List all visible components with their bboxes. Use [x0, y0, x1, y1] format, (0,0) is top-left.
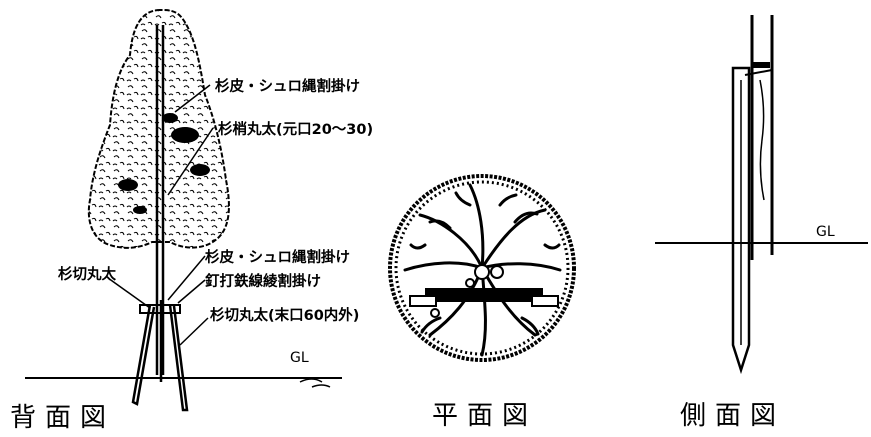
stakes — [131, 300, 189, 412]
title-back-view: 背面図 — [10, 403, 115, 433]
ground-hatch — [299, 378, 331, 388]
label-cut-log-stake: 杉切丸太(末口60内外) — [210, 306, 359, 324]
tie-band — [139, 304, 181, 314]
leader-lines — [107, 84, 214, 346]
label-cedar-pole: 杉梢丸太(元口20～30) — [218, 120, 373, 138]
plan-crossbar — [425, 288, 543, 302]
label-cut-log-left: 杉切丸太 — [58, 265, 116, 283]
trunk — [155, 25, 165, 375]
title-side-view: 側面図 — [680, 401, 785, 431]
label-bark-wrap-bottom: 杉皮・シュロ縄割掛け — [205, 248, 350, 266]
plan-view: 平面図 — [388, 174, 576, 431]
foliage-clumps — [118, 113, 210, 214]
side-view: GL 側面図 — [655, 15, 868, 431]
label-gl-back: GL — [290, 350, 309, 366]
side-trunk — [750, 15, 774, 260]
label-bark-wrap-top: 杉皮・シュロ縄割掛け — [215, 77, 360, 95]
label-gl-side: GL — [816, 224, 835, 240]
branch-pattern — [403, 183, 562, 357]
title-plan-view: 平面図 — [432, 401, 537, 431]
back-view: 杉皮・シュロ縄割掛け 杉梢丸太(元口20～30) 杉皮・シュロ縄割掛け 釘打鉄線… — [10, 8, 373, 433]
label-nail-wire: 釘打鉄線綾割掛け — [205, 272, 321, 290]
tree-canopy — [87, 8, 230, 249]
pole-sections — [430, 264, 504, 318]
